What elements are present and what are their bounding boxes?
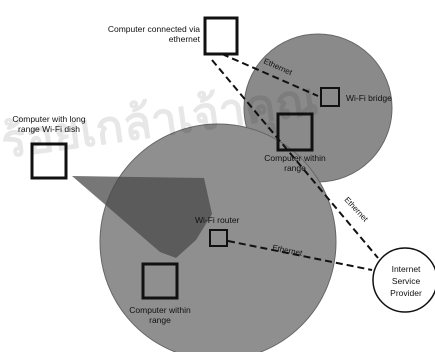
computer-ethernet-label: Computer connected via ethernet <box>107 24 200 44</box>
computer-within-range-top-label: Computer within range <box>264 153 326 173</box>
isp-label: Internet Service Provider <box>390 264 422 298</box>
computer-within-range-bottom-label: Computer within range <box>129 305 191 325</box>
computer-long-range-label: Computer with long range Wi-Fi dish <box>12 114 86 134</box>
computer-within-range-bottom-node <box>141 262 179 300</box>
ethernet-link-computer-isp <box>211 59 379 259</box>
wifi-bridge-label: Wi-Fi bridge <box>346 93 392 103</box>
wifi-router-label: Wi-Fi router <box>195 215 240 225</box>
computer-long-range-node <box>30 142 68 180</box>
isp-node <box>372 247 435 313</box>
ethernet-link-router-isp <box>227 240 373 271</box>
long-range-wifi-beam <box>72 176 212 258</box>
computer-ethernet-node <box>203 16 239 56</box>
ethernet-link-computer-bridge <box>221 53 319 97</box>
wifi-router-node <box>209 229 228 247</box>
ethernet-label-right: Ethernet <box>343 195 371 224</box>
wifi-bridge-node <box>320 87 340 107</box>
computer-within-range-top-node <box>276 112 314 152</box>
